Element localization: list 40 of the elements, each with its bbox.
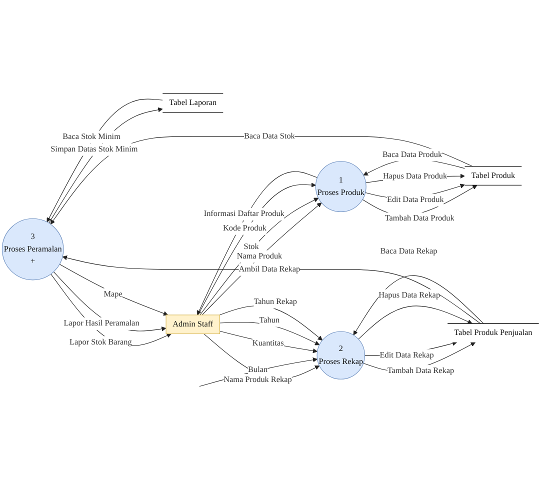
arrow	[204, 334, 320, 379]
arrow	[62, 255, 481, 324]
arrow	[53, 272, 166, 332]
edge-label: Baca Stok Minim	[62, 132, 120, 141]
node-circle: 1 Proses Produk	[315, 161, 366, 212]
edge-label: Bulan	[248, 366, 268, 374]
arrow	[358, 306, 472, 340]
arrow	[59, 264, 168, 316]
edge-label: Simpan Datas Stok Minim	[50, 144, 138, 154]
edge-label: Baca Data Stok	[244, 132, 295, 141]
edge-label: Informasi Daftar Produk	[204, 210, 284, 218]
node-circle: 3 Proses Peramalan +	[2, 218, 64, 280]
arrow	[219, 306, 323, 341]
edge-label: Hapus Data Produk	[382, 172, 448, 181]
arrow	[219, 322, 320, 346]
edge-label: Stok	[244, 242, 259, 252]
arrow	[50, 274, 172, 346]
arrow	[353, 275, 484, 336]
edge-label: Lapor Hasil Peramalan	[64, 319, 140, 328]
edge-label: Nama Produk	[236, 252, 282, 261]
arrow	[50, 136, 473, 225]
edge-label: Ambil Data Rekap	[238, 264, 300, 274]
node-circle: 2 Proses Rekap	[316, 331, 365, 380]
edge-label: Tahun Rekap	[254, 298, 298, 306]
node-box: Tabel Produk	[464, 166, 522, 186]
arrow	[219, 330, 318, 354]
edge-label: Edit Data Rekap	[380, 350, 434, 360]
edge-label: Edit Data Produk	[386, 196, 444, 204]
edge-label: Baca Data Rekap	[380, 246, 438, 256]
edge-label: Nama Produk Rekap	[224, 376, 292, 384]
edge-label: Tambah Data Produk	[384, 214, 454, 223]
edge-label: Kode Produk	[222, 224, 266, 233]
node-box: Admin Staff	[166, 314, 220, 334]
edge-label: Tambah Data Rekap	[387, 366, 454, 376]
edge-label: Hapus Data Rekap	[378, 290, 440, 300]
edge-label: Mape	[104, 290, 122, 298]
edge-label: Kuantitas	[252, 338, 284, 348]
edge-label: Lapor Stok Barang	[70, 338, 132, 346]
edge-label: Tahun	[259, 316, 280, 325]
edge-label: Baca Data Produk	[382, 150, 442, 160]
